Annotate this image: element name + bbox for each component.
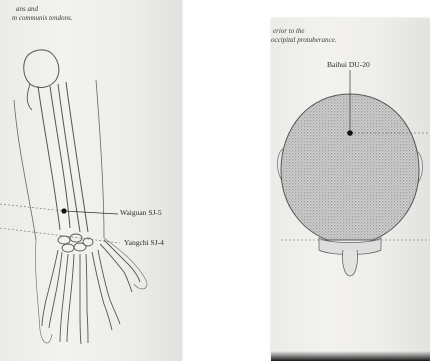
yangchi-label: Yangchi SJ-4 <box>124 238 164 247</box>
forearm-hand-illustration <box>0 0 182 361</box>
waiguan-point-marker <box>61 208 66 213</box>
baihui-label: Baihui DU-20 <box>327 60 370 69</box>
left-book-page: ans and m communis tendons. <box>0 0 182 361</box>
waiguan-label: Waiguan SJ-5 <box>120 208 162 217</box>
bottom-shadow <box>271 351 430 361</box>
head-top-view-illustration <box>271 18 430 361</box>
right-book-page: erior to the occipital protuberance. <box>271 18 430 361</box>
baihui-point-marker <box>347 130 353 136</box>
